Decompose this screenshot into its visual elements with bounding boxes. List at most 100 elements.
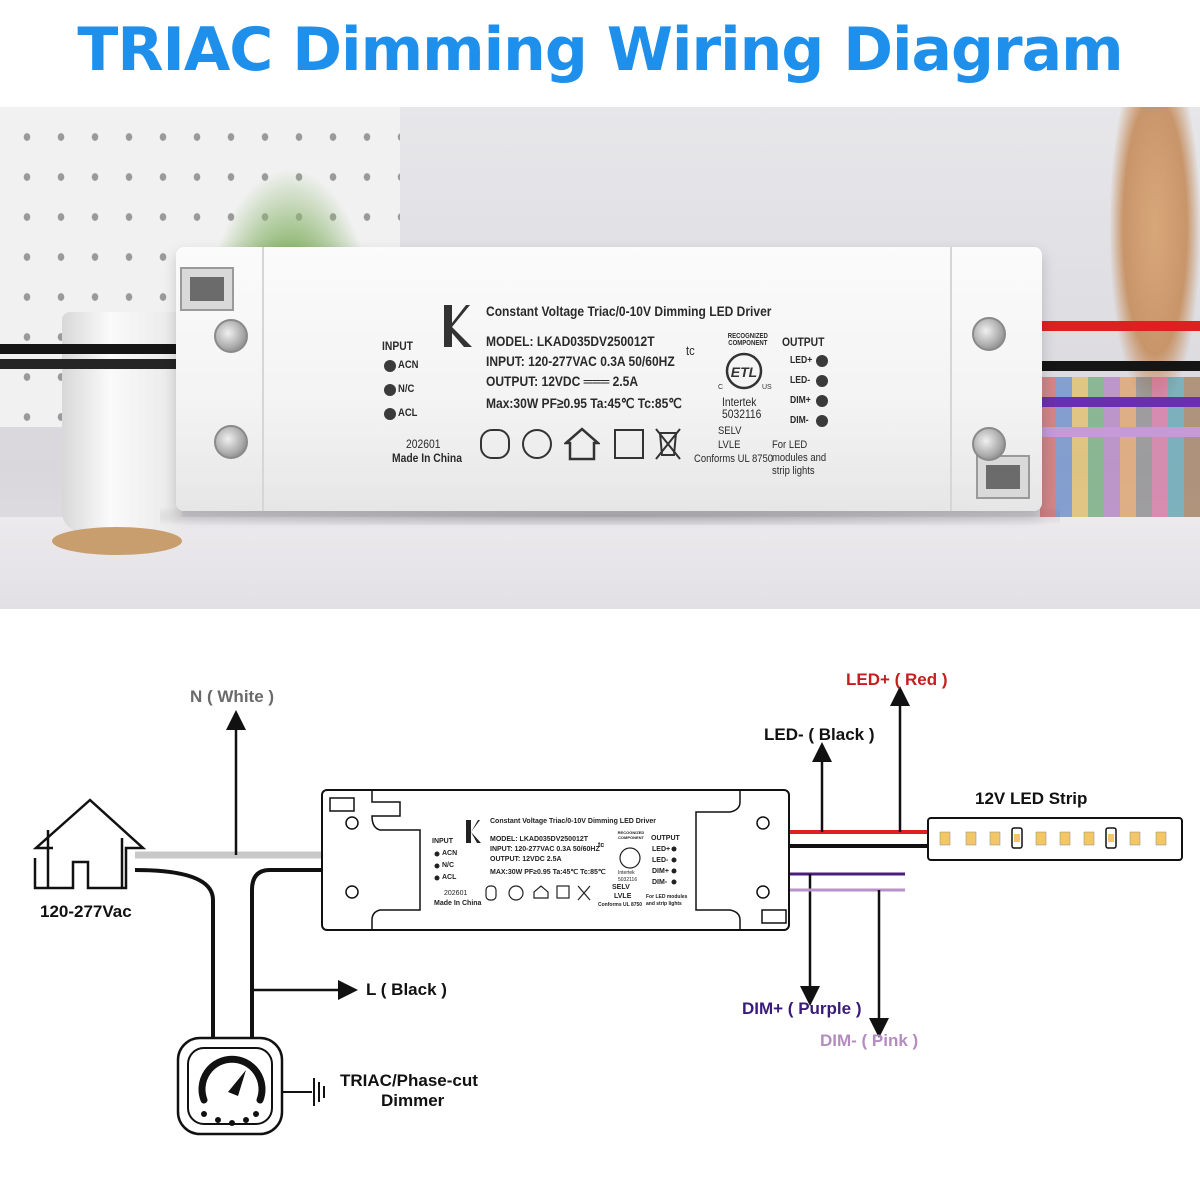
mini-driver-input-nc: N/C (442, 862, 455, 869)
terminal-dot-ledp (816, 355, 828, 367)
driver-ratings: Max:30W PF≥0.95 Ta:45℃ Tc:85℃ (486, 395, 682, 411)
terminal-dot-ledm (816, 375, 828, 387)
photo-input-wire-black-2 (0, 359, 180, 369)
wiring-lines (32, 686, 1183, 1136)
driver-selv: SELV (718, 425, 742, 437)
driver-input-acl: ACL (398, 407, 418, 419)
driver-date-code: 202601 (406, 437, 441, 451)
driver-output-dimm: DIM- (790, 415, 809, 426)
mini-driver-origin: Made In China (434, 900, 482, 907)
svg-text:US: US (762, 384, 772, 391)
mini-driver-output-spec: OUTPUT: 12VDC 2.5A (490, 856, 562, 863)
mini-driver-output-ledp: LED+ (652, 846, 671, 853)
led-minus-label: LED- ( Black ) (764, 725, 875, 744)
mini-driver-recognized: RECOGNIZED COMPONENT (617, 830, 645, 840)
line-wire-label: L ( Black ) (366, 980, 447, 999)
screw-icon (972, 427, 1006, 461)
neutral-wire-label: N ( White ) (190, 687, 275, 706)
indoor-use-icon (564, 427, 600, 461)
svg-text:C: C (718, 384, 723, 391)
mini-driver-output-ledm: LED- (652, 857, 669, 864)
led-strip-icon (927, 817, 1183, 861)
luminaire-icon (522, 429, 552, 459)
driver-tc-mark: tc (686, 343, 695, 358)
screw-icon (972, 317, 1006, 351)
dimmer-icon (176, 1036, 284, 1136)
driver-cert-number: 5032116 (722, 407, 762, 421)
mini-driver-date-code: 202601 (444, 890, 468, 897)
driver-output-ledm: LED- (790, 375, 811, 386)
weee-icon (655, 428, 681, 460)
led-plus-label: LED+ ( Red ) (846, 670, 948, 689)
mini-driver-input-acn: ACN (442, 850, 458, 857)
lamp-icon (480, 429, 510, 459)
dim-plus-label: DIM+ ( Purple ) (742, 999, 862, 1018)
driver-conforms: Conforms UL 8750 (694, 453, 774, 465)
driver-output-spec: OUTPUT: 12VDC ═══ 2.5A (486, 373, 639, 389)
driver-recognized: RECOGNIZED COMPONENT (727, 333, 768, 347)
mini-driver-selv: SELV (612, 884, 630, 891)
mini-driver-model: MODEL: LKAD035DV250012T (490, 836, 589, 843)
mini-driver-ratings: MAX:30W PF≥0.95 Ta:45℃ Tc:85℃ (490, 869, 606, 876)
driver-input-spec: INPUT: 120-277VAC 0.3A 50/60HZ (486, 353, 675, 369)
output-wire-slot (976, 455, 1030, 499)
driver-cert-lab: Intertek (722, 395, 757, 409)
screw-icon (214, 319, 248, 353)
page-title: TRIAC Dimming Wiring Diagram (77, 15, 1123, 85)
power-source-label: 120-277Vac (40, 902, 132, 921)
led-strip-label: 12V LED Strip (975, 789, 1088, 808)
mini-driver-cert-number: 5032116 (618, 877, 638, 883)
mini-driver-icon (321, 789, 790, 931)
dimmer-label-line2: Dimmer (381, 1091, 445, 1110)
terminal-dot-dimm (816, 415, 828, 427)
mini-driver-usage: For LED modules and strip lights (646, 894, 688, 907)
photo-output-wire-black (1040, 361, 1200, 371)
house-icon (32, 798, 147, 890)
driver-input-nc: N/C (398, 383, 415, 395)
mini-driver-output-title: OUTPUT (651, 835, 680, 842)
driver-origin: Made In China (392, 451, 462, 465)
ground-icon (282, 1078, 325, 1106)
mini-driver-input-spec: INPUT: 120-277VAC 0.3A 50/60HZ (490, 846, 600, 853)
driver-model: MODEL: LKAD035DV250012T (486, 333, 655, 349)
terminal-dot-dimp (816, 395, 828, 407)
screw-icon (214, 425, 248, 459)
input-wire-slot (180, 267, 234, 311)
etl-listed-icon: ETL C US (718, 352, 772, 391)
product-photo: Constant Voltage Triac/0-10V Dimming LED… (0, 107, 1200, 609)
mini-driver-output-dimp: DIM+ (652, 868, 669, 875)
driver-output-title: OUTPUT (782, 335, 825, 349)
driver-input-title: INPUT (382, 339, 413, 353)
driver-lvle: LVLE (718, 439, 741, 451)
line-wire-black (250, 868, 322, 1040)
photo-input-wire-black (0, 344, 180, 354)
mini-driver-conforms: Conforms UL 8750 (598, 902, 643, 908)
dim-minus-label: DIM- ( Pink ) (820, 1031, 919, 1050)
mini-driver-tc-mark: tc (598, 842, 605, 849)
driver-heading: Constant Voltage Triac/0-10V Dimming LED… (486, 303, 772, 319)
photo-output-wire-red (1040, 321, 1200, 331)
mini-driver-heading: Constant Voltage Triac/0-10V Dimming LED… (490, 818, 656, 825)
svg-text:ETL: ETL (731, 364, 757, 380)
mug-coaster (52, 527, 182, 555)
driver-input-acn: ACN (398, 359, 419, 371)
photo-output-wire-purple (1040, 397, 1200, 407)
wooden-figure-background (1110, 107, 1200, 407)
driver-label-panel (262, 247, 952, 511)
led-driver-photo: Constant Voltage Triac/0-10V Dimming LED… (176, 247, 1042, 511)
mini-driver-output-dimm: DIM- (652, 879, 668, 886)
mini-driver-input-title: INPUT (432, 838, 453, 845)
driver-output-ledp: LED+ (790, 355, 813, 366)
source-wire-black (134, 868, 215, 1040)
class-ii-icon (614, 429, 644, 459)
photo-output-wire-pink (1040, 427, 1200, 437)
mini-driver-input-acl: ACL (442, 874, 457, 881)
driver-usage: For LED modules and strip lights (772, 439, 827, 477)
mini-driver-lvle: LVLE (614, 893, 632, 900)
terminal-dot-acn (384, 360, 396, 372)
driver-output-dimp: DIM+ (790, 395, 811, 406)
dimmer-label-line1: TRIAC/Phase-cut (340, 1071, 478, 1090)
mini-driver-cert-lab: Intertek (618, 870, 635, 876)
shelf-surface (0, 517, 1200, 609)
driver-logo-icon (444, 305, 472, 347)
